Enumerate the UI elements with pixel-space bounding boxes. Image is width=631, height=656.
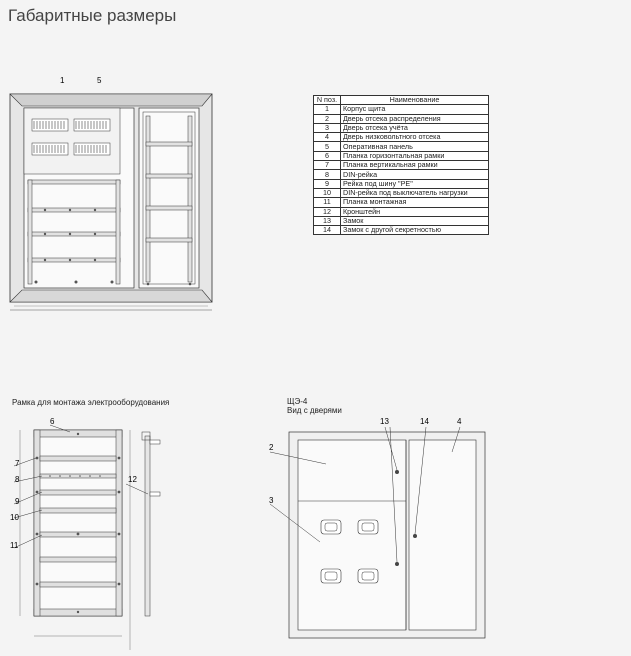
legend-header-name: Наименование [340, 94, 489, 106]
mounting-frame-drawing: 6 7 8 9 10 11 12 [10, 417, 161, 650]
legend-num: 4 [313, 132, 341, 143]
callout-1: 1 [60, 76, 65, 85]
legend-name: Замок [340, 215, 489, 227]
legend-name: Оперативная панель [340, 141, 489, 152]
legend-name: DIN-рейка под выключатель нагрузки [340, 187, 489, 199]
legend-num: 12 [313, 206, 341, 217]
callout-10: 10 [10, 513, 19, 522]
legend-num: 14 [313, 225, 341, 236]
legend-name: Планка горизонтальная рамки [340, 150, 489, 162]
callout-9: 9 [15, 497, 20, 506]
door-caption-line2: Вид с дверями [287, 406, 342, 415]
legend-num: 13 [313, 215, 341, 227]
callout-12: 12 [128, 475, 137, 484]
callout-6: 6 [50, 417, 55, 426]
legend-name: Дверь отсека учёта [340, 122, 489, 134]
legend-name: Рейка под шину "PE" [340, 178, 489, 189]
legend-name: DIN-рейка [340, 169, 489, 180]
legend-header-num: N поз. [313, 94, 341, 106]
door-caption-line1: ЩЭ-4 [287, 397, 308, 406]
cabinet-doors-drawing: 2 3 13 14 4 [269, 417, 486, 639]
callout-13: 13 [380, 417, 389, 426]
legend-header-row: N поз. Наименование [313, 94, 489, 106]
callout-14: 14 [420, 417, 429, 426]
frame-caption: Рамка для монтажа электрооборудования [12, 398, 170, 407]
legend-name: Замок с другой секретностью [340, 225, 489, 236]
legend-num: 8 [313, 169, 341, 180]
legend-num: 11 [313, 197, 341, 208]
legend-name: Дверь отсека распределения [340, 113, 489, 124]
legend-num: 2 [313, 113, 341, 124]
callout-11: 11 [10, 541, 19, 550]
cabinet-front-drawing: 1 5 [9, 76, 213, 311]
legend-num: 5 [313, 141, 341, 152]
callout-8: 8 [15, 475, 20, 484]
legend-num: 9 [313, 178, 341, 189]
legend-name: Планка вертикальная рамки [340, 160, 489, 171]
callout-5: 5 [97, 76, 102, 85]
legend-num: 7 [313, 160, 341, 171]
legend-name: Дверь низковольтного отсека [340, 132, 489, 143]
legend-num: 6 [313, 150, 341, 162]
callout-2: 2 [269, 443, 274, 452]
page-title: Габаритные размеры [8, 6, 177, 25]
callout-4: 4 [457, 417, 462, 426]
legend-num: 1 [313, 104, 341, 115]
callout-3: 3 [269, 496, 274, 505]
legend-name: Корпус щита [340, 104, 489, 115]
legend-name: Планка монтажная [340, 197, 489, 208]
callout-7: 7 [15, 459, 20, 468]
legend-name: Кронштейн [340, 206, 489, 217]
legend-num: 3 [313, 122, 341, 134]
legend-num: 10 [313, 187, 341, 199]
